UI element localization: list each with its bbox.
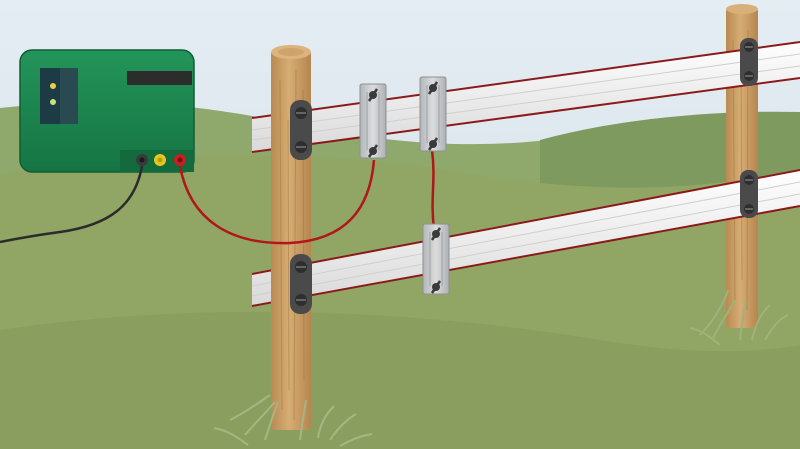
fence-energizer xyxy=(19,49,195,173)
bracket-right-upper xyxy=(740,38,758,86)
fence-terminal xyxy=(174,154,186,166)
upper-fence-tape xyxy=(251,41,800,153)
lower-fence-tape xyxy=(251,169,800,307)
indicator-terminal xyxy=(154,154,166,166)
bracket-right-lower xyxy=(740,170,758,218)
indicator-light-top xyxy=(50,83,56,89)
live-wire-energizer-to-fence xyxy=(178,159,376,245)
bracket-left-lower xyxy=(290,254,312,314)
ground-terminal xyxy=(136,154,148,166)
bracket-left-upper xyxy=(290,100,312,160)
grass-tuft-left xyxy=(213,394,373,447)
energizer-label-strip xyxy=(127,71,192,85)
ground-wire xyxy=(0,165,144,244)
indicator-light-bottom xyxy=(50,99,56,105)
fence-post-right xyxy=(726,4,758,328)
tape-connector-upper-left xyxy=(359,83,387,159)
tape-connector-upper-right xyxy=(419,76,447,152)
tape-connector-lower xyxy=(422,223,450,295)
jumper-wire xyxy=(430,149,436,229)
grass-tuft-right xyxy=(689,289,789,346)
grass-field-shade xyxy=(0,311,800,449)
